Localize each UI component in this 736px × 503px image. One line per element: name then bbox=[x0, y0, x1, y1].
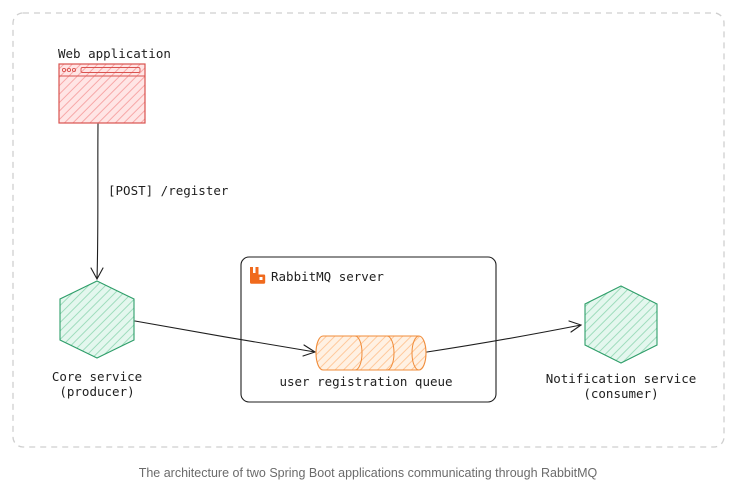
rabbitmq-server-box bbox=[240, 256, 497, 403]
web-application-window bbox=[58, 63, 146, 124]
rabbitmq-server-label: RabbitMQ server bbox=[271, 269, 384, 284]
queue-label: user registration queue bbox=[279, 374, 452, 389]
core-service-hexagon bbox=[59, 280, 135, 359]
publish-arrow bbox=[134, 320, 317, 357]
notification-service-label: Notification service bbox=[546, 371, 697, 386]
notification-service-hexagon bbox=[584, 285, 658, 364]
rabbitmq-icon bbox=[250, 267, 266, 284]
diagram-frame bbox=[12, 12, 725, 448]
register-request-arrow bbox=[90, 123, 104, 281]
core-service-sublabel: (producer) bbox=[59, 384, 134, 399]
consume-arrow bbox=[426, 320, 583, 353]
user-registration-queue bbox=[315, 335, 427, 371]
register-request-label: [POST] /register bbox=[108, 183, 229, 198]
web-application-label: Web application bbox=[58, 46, 171, 61]
notification-service-sublabel: (consumer) bbox=[583, 386, 658, 401]
figure-caption: The architecture of two Spring Boot appl… bbox=[138, 466, 598, 480]
core-service-label: Core service bbox=[52, 369, 142, 384]
